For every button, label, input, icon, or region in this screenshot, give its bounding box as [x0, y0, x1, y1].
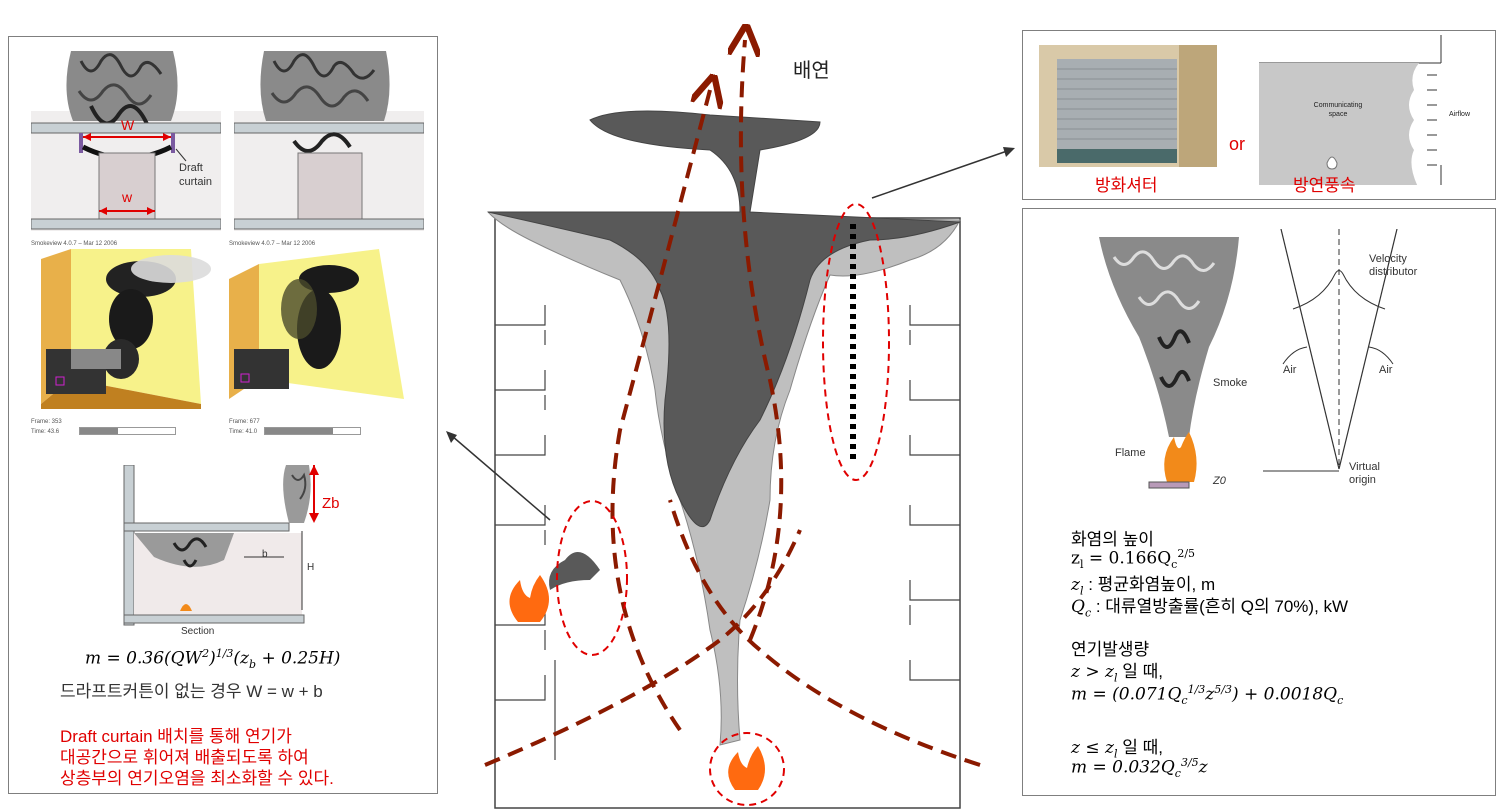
- sim-right-frame: Frame: 677: [229, 419, 260, 425]
- fire-icon-left: [509, 575, 549, 622]
- sim-right-title: Smokeview 4.0.7 – Mar 12 2006: [229, 241, 316, 247]
- sim-right-progress: [264, 427, 361, 435]
- left-panel: W w Draft curtain Smokeview 4.0.7 – Mar …: [8, 36, 438, 794]
- red-note-1: Draft curtain 배치를 통해 연기가: [60, 727, 292, 746]
- condition-1-text: 일 때,: [1122, 662, 1163, 681]
- section-label: Section: [181, 626, 215, 637]
- fire-icon-bottom: [728, 746, 765, 790]
- top-right-panel: or Communicating space Airflow 방화셔터 방연풍속: [1022, 30, 1496, 200]
- zl-def-text: : 평균화염높이, m: [1088, 575, 1216, 594]
- sim-right-time: Time: 41.0: [229, 429, 258, 435]
- bottom-right-panel: Velocity distributor Smoke Air Air Flame…: [1022, 208, 1496, 796]
- w-bottom-label: w: [122, 189, 133, 205]
- air-left-label: Air: [1283, 364, 1297, 376]
- sim-left-title: Smokeview 4.0.7 – Mar 12 2006: [31, 241, 118, 247]
- formula-2: m = 0.032Qc3/5z: [1071, 756, 1208, 781]
- red-note-2: 대공간으로 휘어져 배출되도록 하여: [60, 748, 309, 767]
- no-curtain-diagram: [234, 51, 424, 231]
- sim-left-time: Time: 43.6: [31, 429, 60, 435]
- red-note-3: 상층부의 연기오염을 최소화할 수 있다.: [60, 769, 334, 788]
- velocity-label: Velocity distributor: [1369, 253, 1418, 278]
- zb-label: Zb: [322, 495, 340, 512]
- exhaust-label: 배연: [793, 60, 830, 82]
- draft-curtain-diagram: [31, 51, 221, 231]
- center-diagram: [446, 0, 1015, 809]
- qc-definition: Qc : 대류열방출률(흔히 Q의 70%), kW: [1071, 597, 1349, 620]
- sim-right-render: [229, 249, 404, 399]
- section-diagram: [123, 465, 319, 626]
- qc-def-text: : 대류열방출률(흔히 Q의 70%), kW: [1095, 597, 1349, 616]
- b-label: b: [262, 549, 268, 560]
- air-right-label: Air: [1379, 364, 1393, 376]
- smoke-gen-title: 연기발생량: [1071, 640, 1150, 659]
- zl-definition: zl : 평균화염높이, m: [1071, 575, 1216, 598]
- formula-main: m = 0.36(QW2)1/3(zb + 0.25H): [85, 647, 341, 672]
- communicating-space-label: Communicating space: [1313, 102, 1363, 118]
- w-top-label: W: [121, 117, 135, 133]
- virtual-origin-diagram: [1263, 229, 1398, 472]
- smoke-wind-label: 방연풍속: [1293, 176, 1356, 195]
- z0-label: Z0: [1213, 475, 1226, 487]
- plume-diagram: [1099, 237, 1239, 489]
- condition-2: z ≤ zl 일 때,: [1071, 738, 1163, 761]
- airflow-label: Airflow: [1449, 111, 1471, 118]
- or-label: or: [1229, 134, 1246, 154]
- formula-1: m = (0.071Qc1/3z5/3) + 0.0018Qc: [1071, 683, 1344, 708]
- sim-left-progress: [79, 427, 176, 435]
- smoke-label: Smoke: [1213, 377, 1248, 389]
- flame-height-formula: zl = 0.166Qc2/5: [1071, 547, 1196, 572]
- sim-left-render: [41, 249, 211, 409]
- h-label: H: [307, 562, 315, 573]
- virtual-origin-label: Virtual origin: [1349, 461, 1380, 486]
- airflow-diagram: [1259, 35, 1442, 185]
- note-no-curtain: 드라프트커튼이 없는 경우 W = w + b: [60, 682, 323, 701]
- flame-height-title: 화염의 높이: [1071, 530, 1154, 549]
- condition-2-text: 일 때,: [1122, 738, 1163, 757]
- draft-curtain-label: Draft curtain: [179, 162, 213, 188]
- fire-shutter-label: 방화셔터: [1095, 176, 1158, 195]
- fire-shutter-photo: [1039, 45, 1217, 167]
- sim-left-frame: Frame: 353: [31, 419, 62, 425]
- condition-1: z > zl 일 때,: [1071, 662, 1163, 685]
- flame-label: Flame: [1115, 447, 1146, 459]
